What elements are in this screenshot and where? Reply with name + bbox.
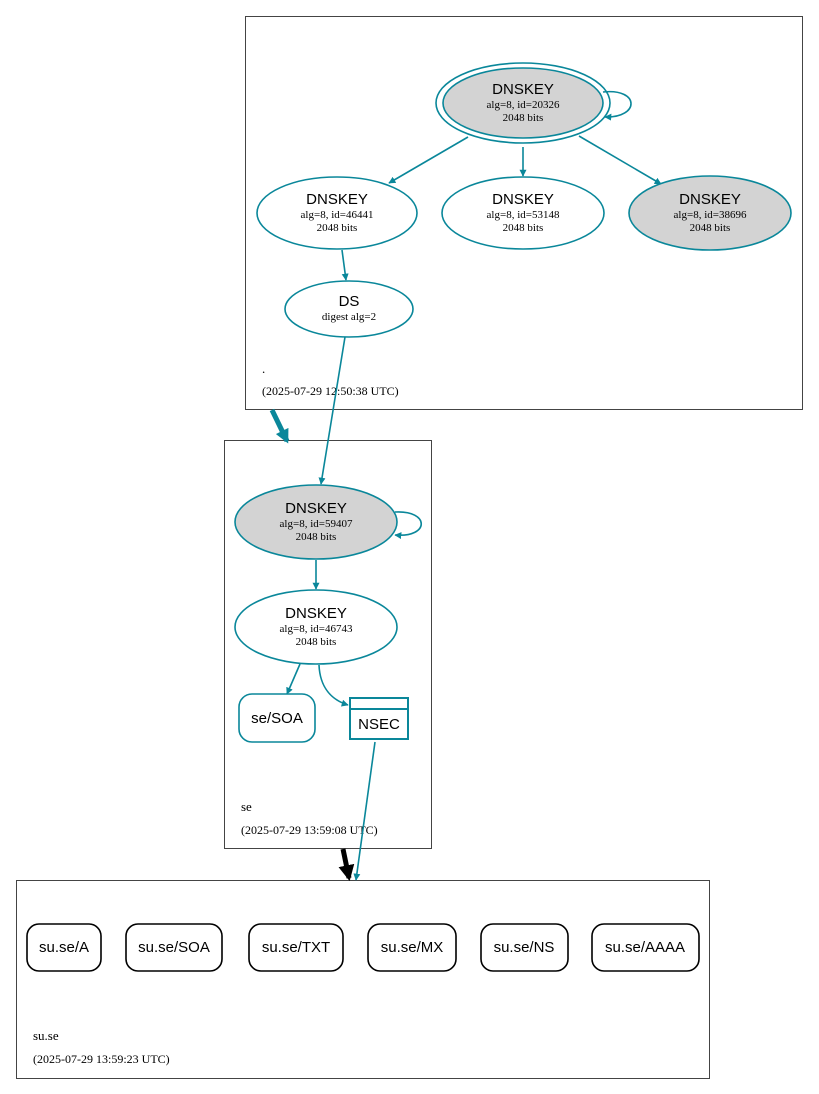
zone-root: . (2025-07-29 12:50:38 UTC) [245,16,803,410]
edge-se-ksk-self [394,511,423,540]
record-label: su.se/A [39,939,89,956]
node-se-nsec[interactable]: NSEC [349,697,409,740]
node-detail: alg=8, id=46743 [280,623,353,635]
node-se-soa[interactable]: se/SOA [238,693,316,743]
zone-root-name: . [262,361,265,376]
node-detail: alg=8, id=53148 [487,209,560,221]
node-title: DNSKEY [492,81,554,98]
record-label: su.se/NS [494,939,555,956]
edge-ds-to-se-ksk [318,336,346,485]
node-detail: alg=8, id=59407 [280,518,353,530]
node-title: DNSKEY [492,191,554,208]
node-detail: alg=8, id=20326 [487,99,560,111]
edge-root-ksk-to-38696 [578,135,662,185]
node-root-zsk-46441[interactable]: DNSKEY alg=8, id=46441 2048 bits [256,176,418,250]
zone-suse: su.se (2025-07-29 13:59:23 UTC) [16,880,710,1079]
node-se-ds[interactable]: DS digest alg=2 [284,280,414,338]
node-root-ksk-20326[interactable]: DNSKEY alg=8, id=20326 2048 bits [435,62,611,144]
edge-nsec-to-suse [353,741,376,881]
record-label: su.se/MX [381,939,444,956]
node-detail: 2048 bits [690,222,731,234]
node-title: DNSKEY [306,191,368,208]
node-se-ksk-59407[interactable]: DNSKEY alg=8, id=59407 2048 bits [234,484,398,560]
record-su-se-aaaa[interactable]: su.se/AAAA [591,923,700,972]
node-title: DNSKEY [285,605,347,622]
node-root-ksk-38696[interactable]: DNSKEY alg=8, id=38696 2048 bits [628,175,792,251]
node-detail: alg=8, id=46441 [301,209,374,221]
record-su-se-txt[interactable]: su.se/TXT [248,923,344,972]
node-root-zsk-53148[interactable]: DNSKEY alg=8, id=53148 2048 bits [441,176,605,250]
node-label: NSEC [358,716,400,733]
record-label: su.se/AAAA [605,939,685,956]
record-label: su.se/TXT [262,939,330,956]
record-su-se-a[interactable]: su.se/A [26,923,102,972]
zone-suse-box [16,880,710,1079]
node-detail: 2048 bits [296,636,337,648]
delegation-se-to-suse [338,848,355,882]
suse-records: su.se/A su.se/SOA su.se/TXT su.se/MX su.… [26,923,700,972]
record-su-se-soa[interactable]: su.se/SOA [125,923,223,972]
edges [286,90,662,881]
node-title: DNSKEY [679,191,741,208]
node-label: se/SOA [251,710,303,727]
edge-root-ksk-to-46441 [388,136,469,184]
zone-suse-timestamp: (2025-07-29 13:59:23 UTC) [33,1052,170,1066]
edge-root-ksk-self [602,90,632,121]
node-detail: 2048 bits [317,222,358,234]
node-title: DNSKEY [285,500,347,517]
edge-se-zsk-to-soa [286,663,301,695]
node-detail: 2048 bits [296,531,337,543]
zone-se-timestamp: (2025-07-29 13:59:08 UTC) [241,823,378,837]
record-su-se-mx[interactable]: su.se/MX [367,923,457,972]
zone-se-name: se [241,799,252,814]
zone-root-box [245,16,803,410]
edge-se-zsk-to-nsec [318,664,349,707]
zone-root-timestamp: (2025-07-29 12:50:38 UTC) [262,384,399,398]
node-detail: alg=8, id=38696 [674,209,747,221]
node-se-zsk-46743[interactable]: DNSKEY alg=8, id=46743 2048 bits [234,589,398,665]
zone-suse-name: su.se [33,1028,59,1043]
record-label: su.se/SOA [138,939,210,956]
node-detail: 2048 bits [503,112,544,124]
edge-46441-to-ds [341,249,349,281]
record-su-se-ns[interactable]: su.se/NS [480,923,569,972]
delegation-root-to-se [269,408,290,444]
node-detail: 2048 bits [503,222,544,234]
node-detail: digest alg=2 [322,311,376,323]
node-title: DS [339,293,360,310]
